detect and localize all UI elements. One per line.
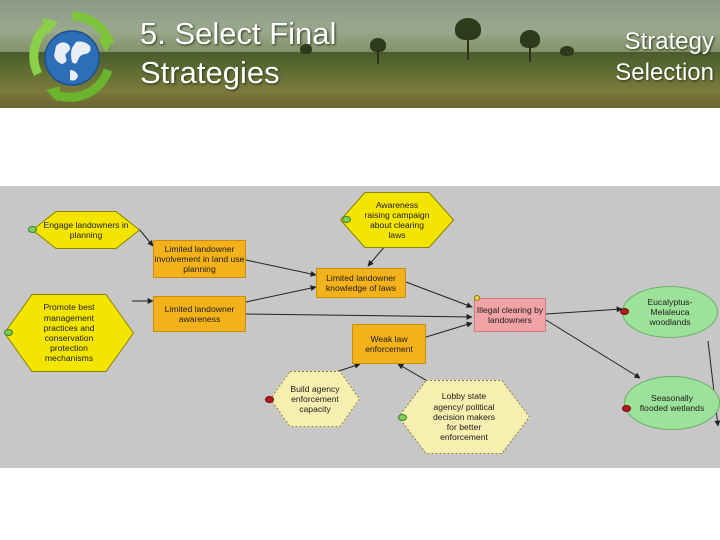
strategy-promote-best-practices[interactable]: Promote best management practices and co… xyxy=(4,294,134,372)
hex-outline xyxy=(340,192,454,248)
section-title-line-2: Selection xyxy=(615,59,714,86)
hex-outline xyxy=(32,211,140,249)
page-title-line-2: Strategies xyxy=(140,55,280,90)
page-title: 5. Select Final Strategies xyxy=(140,14,336,92)
conceptual-model-diagram: Engage landowners in planning Awareness … xyxy=(0,186,720,468)
link-clearing-to-woodlands xyxy=(545,306,623,315)
tree-decoration xyxy=(455,18,481,40)
rating-marker-icon xyxy=(4,329,13,336)
strategy-build-capacity-label: Build agency enforcement capacity xyxy=(290,383,340,415)
section-title: Strategy Selection xyxy=(615,26,714,88)
threat-illegal-clearing-label: Illegal clearing by landowners xyxy=(476,304,544,325)
rating-marker-icon xyxy=(398,414,407,421)
factor-weak-enforcement-label: Weak law enforcement xyxy=(365,333,413,354)
link-awareness-to-clearing xyxy=(245,313,473,320)
target-woodlands[interactable]: Eucalyptus-Melaleuca woodlands xyxy=(622,286,718,338)
landscape-ground xyxy=(0,52,720,108)
rating-marker-icon xyxy=(622,405,631,412)
link-engage-to-involvement xyxy=(138,228,154,247)
globe-recycle-logo xyxy=(29,11,115,102)
tree-decoration xyxy=(370,38,386,52)
target-wetlands[interactable]: Seasonally flooded wetlands xyxy=(624,376,720,430)
tree-decoration xyxy=(520,30,540,48)
strategy-engage-landowners-label: Engage landowners in planning xyxy=(43,219,129,240)
strategy-awareness-campaign[interactable]: Awareness raising campaign about clearin… xyxy=(340,192,454,248)
strategy-awareness-campaign-label: Awareness raising campaign about clearin… xyxy=(364,199,430,241)
link-involvement-to-knowledge xyxy=(245,259,317,277)
factor-limited-knowledge[interactable]: Limited landowner knowledge of laws xyxy=(316,268,406,298)
link-awareness-to-knowledge xyxy=(245,285,317,303)
strategy-lobby-decision-makers[interactable]: Lobby state agency/ political decision m… xyxy=(398,380,530,454)
target-woodlands-label: Eucalyptus-Melaleuca woodlands xyxy=(647,296,693,328)
section-title-line-1: Strategy xyxy=(624,28,714,55)
strategy-promote-best-practices-label: Promote best management practices and co… xyxy=(43,302,95,364)
link-knowledge-to-clearing xyxy=(405,281,473,308)
hex-outline xyxy=(270,371,360,427)
threat-illegal-clearing[interactable]: Illegal clearing by landowners xyxy=(474,298,546,332)
link-campaign-to-knowledge xyxy=(367,244,387,267)
strategy-build-capacity[interactable]: Build agency enforcement capacity xyxy=(270,371,360,427)
hex-outline xyxy=(4,294,134,372)
rating-marker-icon xyxy=(28,226,37,233)
tree-decoration xyxy=(300,44,312,54)
page-title-line-1: 5. Select Final xyxy=(140,16,337,51)
factor-limited-awareness-label: Limited landowner awareness xyxy=(164,303,235,324)
tree-trunk-decoration xyxy=(377,50,379,64)
link-clearing-to-wetlands xyxy=(545,319,641,379)
tree-trunk-decoration xyxy=(467,38,469,60)
rating-marker-icon xyxy=(265,396,274,403)
rating-marker-icon xyxy=(342,216,351,223)
factor-limited-involvement[interactable]: Limited landowner involvement in land us… xyxy=(153,240,246,278)
link-enforcement-to-clearing xyxy=(425,321,473,338)
factor-limited-knowledge-label: Limited landowner knowledge of laws xyxy=(325,272,397,293)
strategy-lobby-decision-makers-label: Lobby state agency/ political decision m… xyxy=(432,391,496,443)
target-wetlands-label: Seasonally flooded wetlands xyxy=(639,392,705,413)
rating-marker-icon xyxy=(474,295,480,301)
rating-marker-icon xyxy=(620,308,629,315)
strategy-engage-landowners[interactable]: Engage landowners in planning xyxy=(32,211,140,249)
factor-limited-awareness[interactable]: Limited landowner awareness xyxy=(153,296,246,332)
tree-decoration xyxy=(560,46,574,56)
factor-weak-enforcement[interactable]: Weak law enforcement xyxy=(352,324,426,364)
tree-trunk-decoration xyxy=(529,46,531,62)
factor-limited-involvement-label: Limited landowner involvement in land us… xyxy=(154,243,245,275)
header-banner: 5. Select Final Strategies Strategy Sele… xyxy=(0,0,720,108)
hex-outline xyxy=(398,380,530,454)
